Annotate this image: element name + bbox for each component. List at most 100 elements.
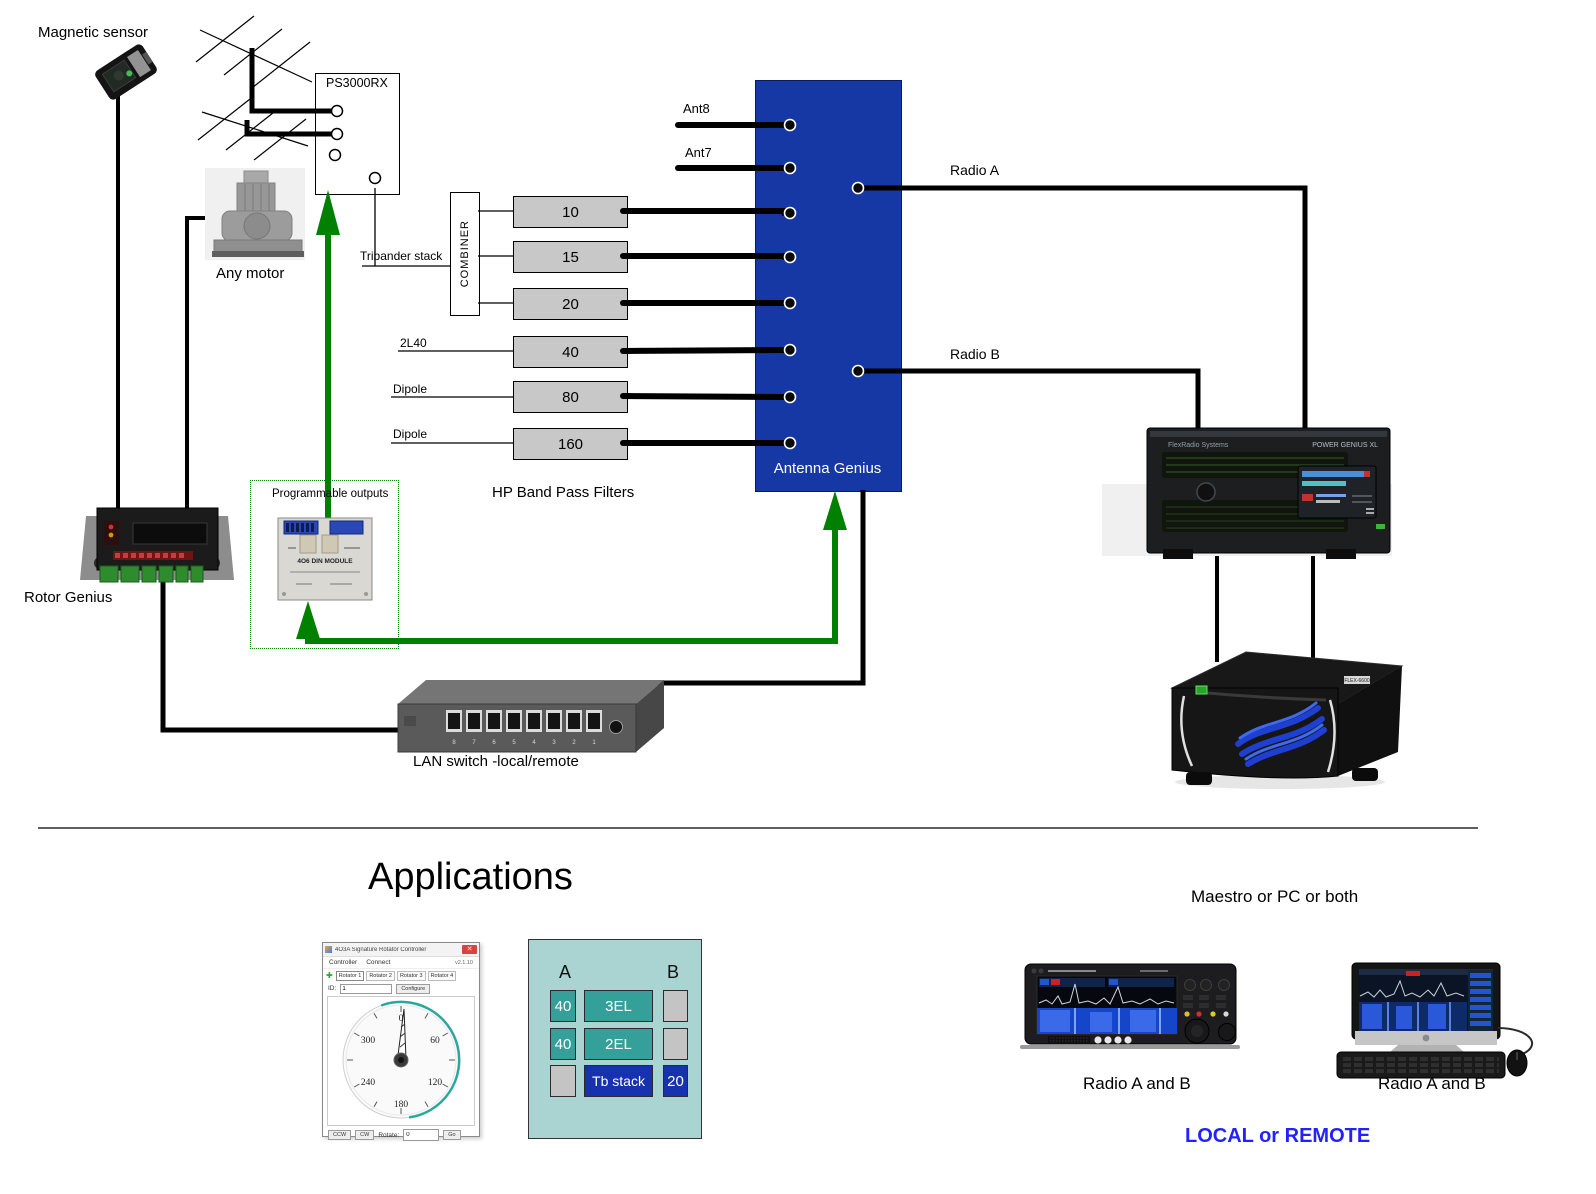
tribander-stack-label: Tribander stack [360,249,443,263]
band-b-row1-blank[interactable] [663,990,688,1022]
lan-port-7: 7 [472,740,476,746]
any-motor-label: Any motor [216,265,285,282]
lan-port-3: 3 [552,740,556,746]
close-icon[interactable]: ✕ [462,945,477,954]
dial-240: 240 [361,1078,376,1088]
pc-device [1336,962,1534,1079]
radio-b-label: Radio B [950,346,1000,362]
antenna-genius-label: Antenna Genius [773,460,882,477]
amp-brand-label: FlexRadio Systems [1168,442,1229,449]
magnetic-sensor-device [95,44,157,100]
radio-ab-left-label: Radio A and B [1083,1074,1191,1093]
compass-dial: 0 60 120 180 240 300 [327,996,475,1126]
filter-10: 10 [513,196,628,228]
magnetic-sensor-label: Magnetic sensor [38,24,149,41]
filter-15-label: 15 [562,248,579,266]
app-id-row: ID: Configure [323,982,479,995]
rotate-label: Rotate: [378,1131,400,1139]
power-genius-xl-device: FlexRadio Systems POWER GENIUS XL [1102,427,1392,559]
dial-0: 0 [399,1014,404,1024]
tab-rotator-1[interactable]: Rotator 1 [335,970,365,981]
filter-160-label: 160 [557,435,584,453]
din-module-device: 4O6 DIN MODULE [277,517,373,601]
band-a-40-row2-button[interactable]: 40 [550,1028,576,1060]
antenna-3el-button[interactable]: 3EL [584,990,653,1022]
filter-15: 15 [513,241,628,273]
app-icon [325,946,332,953]
cw-button[interactable]: CW [355,1130,375,1140]
radio-a-label: Radio A [950,162,1000,178]
programmable-outputs-box [250,480,399,649]
tab-rotator-2[interactable]: Rotator 2 [366,970,395,981]
tab-rotator-4[interactable]: Rotator 4 [427,970,457,981]
filter-80-label: 80 [562,388,579,406]
dial-60: 60 [430,1036,440,1046]
motor-device [205,168,305,260]
lan-switch-device: 8 7 6 5 4 3 2 1 [397,680,664,753]
lan-port-8: 8 [452,740,456,746]
ab-band-panel: A B 40 3EL 40 2EL Tb stack 20 [528,939,702,1139]
antenna-2el-button[interactable]: 2EL [584,1028,653,1060]
tb-stack-button[interactable]: Tb stack [584,1065,653,1097]
lan-port-6: 6 [492,740,496,746]
id-label: ID: [328,985,337,992]
antenna-genius-box [755,80,902,492]
go-button[interactable]: Go [443,1130,461,1140]
radio-ab-right-label: Radio A and B [1378,1074,1486,1093]
filter-160: 160 [513,428,628,460]
lan-port-4: 4 [532,740,536,746]
rotor-genius-label: Rotor Genius [24,589,113,606]
rotate-input[interactable] [403,1129,440,1141]
band-a-row3-blank[interactable] [550,1065,576,1097]
hp-bpf-label: HP Band Pass Filters [492,484,635,501]
menu-controller[interactable]: Controller [329,959,358,966]
app-bottom-bar: CCW CW Rotate: Go [323,1127,479,1143]
rotor-genius-device [80,507,234,583]
applications-heading: Applications [368,856,573,898]
band-data-path [296,190,847,644]
din-module-label: 4O6 DIN MODULE [297,558,353,565]
lan-switch-label: LAN switch -local/remote [413,753,579,770]
configure-button[interactable]: Configure [396,983,431,994]
filter-20: 20 [513,288,628,320]
filter-input-2l40-label: 2L40 [400,336,427,350]
amp-model-label: POWER GENIUS XL [1312,442,1378,449]
lan-port-2: 2 [572,740,576,746]
yagi-antenna-2 [197,98,309,161]
programmable-outputs-label: Programmable outputs [272,488,389,500]
app-titlebar[interactable]: 4O3A Signature Rotator Controller ✕ [323,943,479,957]
thin-wires [362,188,513,444]
band-b-20-button[interactable]: 20 [663,1065,688,1097]
dial-120: 120 [428,1078,443,1088]
ccw-button[interactable]: CCW [328,1130,352,1140]
filter-input-dipole80-label: Dipole [393,382,428,396]
filter-80: 80 [513,381,628,413]
column-a-header: A [559,962,572,982]
filter-40: 40 [513,336,628,368]
dial-arc [380,1000,461,1119]
tab-rotator-3[interactable]: Rotator 3 [396,970,426,981]
yagi-antenna-1 [195,15,313,89]
ps3000rx-ports [328,104,382,185]
combiner-box: COMBINER [450,192,480,316]
ps3000rx-label: PS3000RX [326,76,388,90]
maestro-pc-label: Maestro or PC or both [1191,887,1359,906]
rotator-app-window: 4O3A Signature Rotator Controller ✕ Cont… [322,942,480,1141]
add-rotator-icon[interactable]: ✚ [326,971,333,980]
band-b-row2-blank[interactable] [663,1028,688,1060]
filter-10-label: 10 [562,203,579,221]
maestro-device [1020,963,1240,1049]
app-version: v2.1.10 [454,959,473,966]
app-menubar: Controller Connect v2.1.10 [323,957,479,969]
column-b-header: B [667,962,680,982]
ant8-label: Ant8 [683,101,710,116]
app-tabbar: ✚ Rotator 1 Rotator 2 Rotator 3 Rotator … [323,969,479,982]
lan-port-1: 1 [592,740,596,746]
filter-40-label: 40 [562,343,579,361]
local-remote-label: LOCAL or REMOTE [1185,1125,1371,1147]
menu-connect[interactable]: Connect [366,959,391,966]
band-a-40-row1-button[interactable]: 40 [550,990,576,1022]
lan-port-5: 5 [512,740,516,746]
id-input[interactable] [340,983,393,994]
